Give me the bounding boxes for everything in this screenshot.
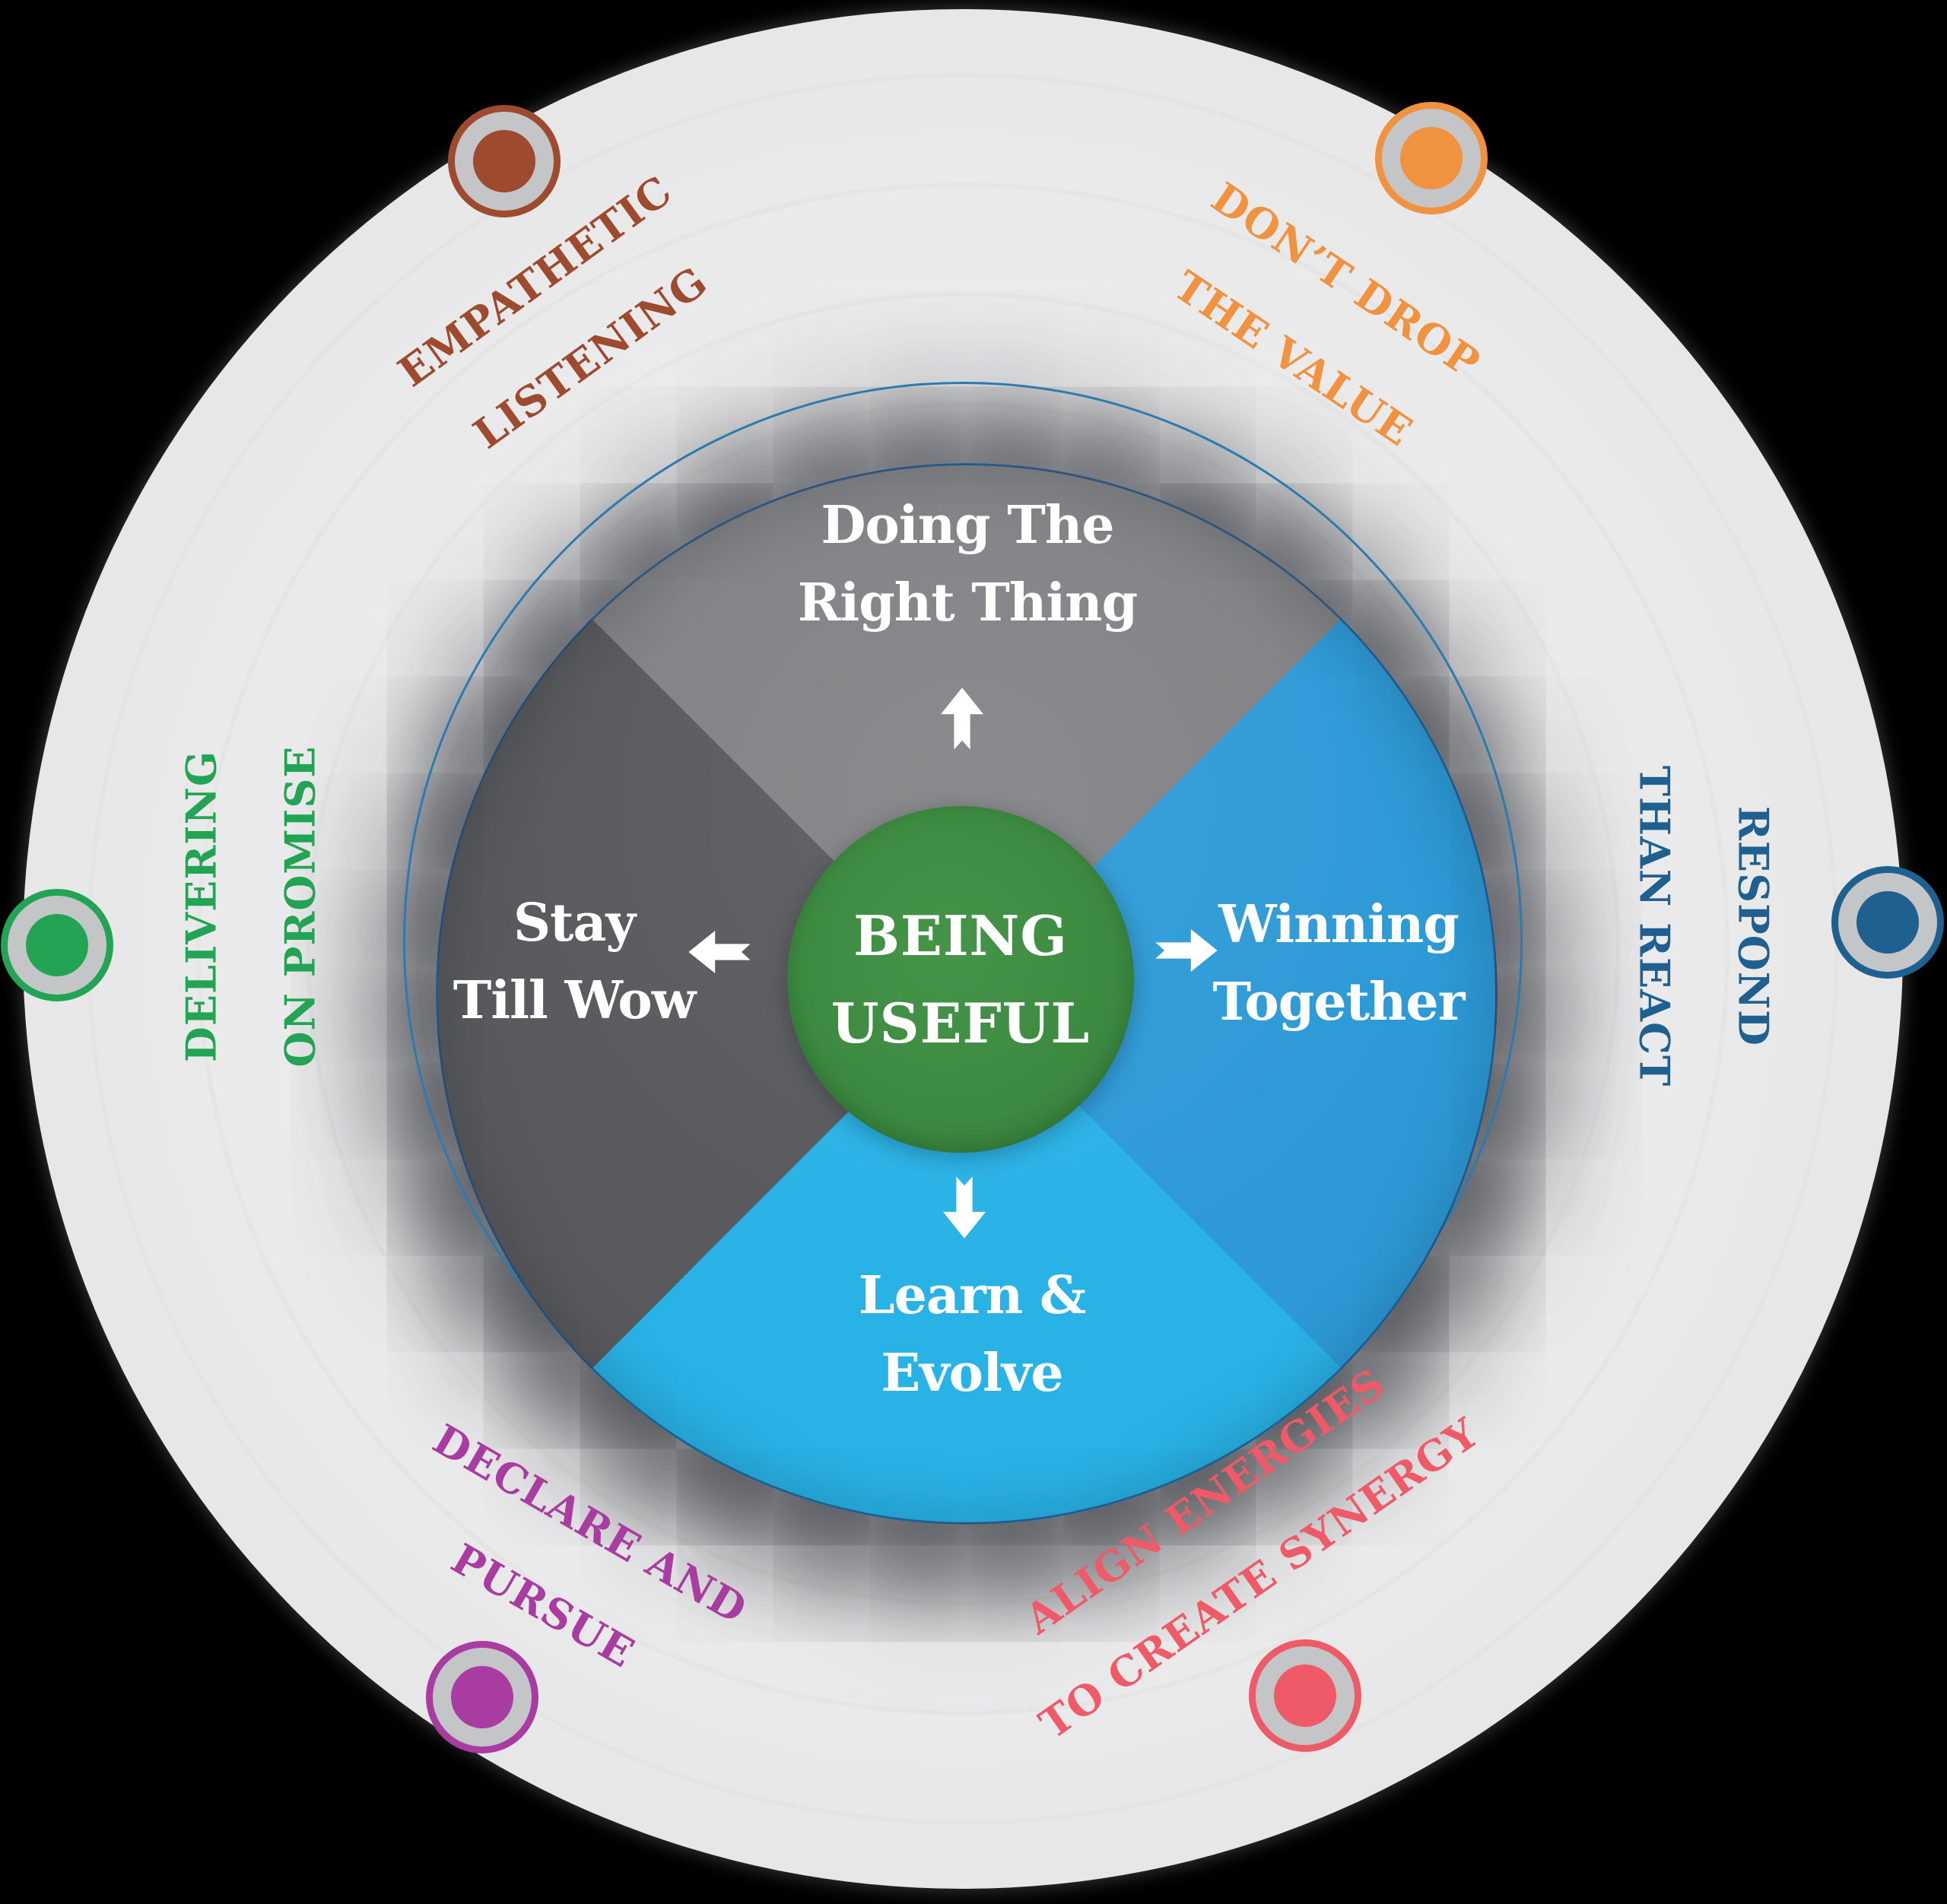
- outer-label-delivering-on-promise: DELIVERING ON PROMISE: [152, 746, 349, 1068]
- quadrant-label-bottom: Learn & Evolve: [858, 1257, 1086, 1412]
- outer-label-respond-than-react: RESPOND THAN REACT: [1605, 766, 1802, 1087]
- arrow-right-icon: [1155, 928, 1218, 973]
- outer-label-respond-than-react-line2: THAN REACT: [1631, 765, 1679, 1087]
- core-label: BEING USEFUL: [831, 892, 1090, 1067]
- core-label-line2: USEFUL: [831, 991, 1091, 1055]
- outer-label-respond-than-react-line1: RESPOND: [1729, 806, 1778, 1046]
- arrow-left-icon: [688, 930, 751, 974]
- quadrant-label-top-line1: Doing The: [821, 495, 1114, 556]
- core-circle: BEING USEFUL: [787, 806, 1134, 1153]
- rim-dot-core: [1274, 1664, 1336, 1727]
- rim-dot-promise-icon: [1, 889, 113, 1001]
- quadrant-label-bottom-line2: Evolve: [881, 1343, 1063, 1404]
- rim-dot-core: [451, 1666, 513, 1728]
- quadrant-label-left-line1: Stay: [513, 893, 636, 954]
- rim-dot-value-icon: [1375, 102, 1488, 214]
- rim-dot-respond-icon: [1831, 866, 1944, 979]
- arrow-down-icon: [942, 1176, 986, 1239]
- arrow-up-icon: [940, 687, 984, 750]
- rim-dot-core: [1856, 891, 1919, 954]
- quadrant-label-right: Winning Together: [1212, 886, 1466, 1041]
- rim-dot-synergy-icon: [1249, 1639, 1361, 1752]
- outer-label-delivering-on-promise-line2: ON PROMISE: [275, 745, 324, 1068]
- quadrant-label-top-line2: Right Thing: [797, 573, 1138, 633]
- quadrant-label-top: Doing The Right Thing: [797, 487, 1138, 642]
- quadrant-label-right-line1: Winning: [1218, 894, 1459, 955]
- quadrant-label-right-line2: Together: [1212, 972, 1466, 1033]
- rim-dot-pursue-icon: [426, 1641, 538, 1753]
- outer-label-delivering-on-promise-line1: DELIVERING: [176, 750, 226, 1062]
- quadrant-label-left: Stay Till Wow: [453, 884, 696, 1039]
- rim-dot-core: [473, 130, 535, 192]
- core-label-line1: BEING: [853, 903, 1068, 968]
- quadrant-label-left-line2: Till Wow: [453, 970, 696, 1031]
- rim-dot-core: [26, 914, 88, 976]
- rim-dot-core: [1400, 127, 1463, 189]
- quadrant-label-bottom-line1: Learn &: [858, 1265, 1086, 1326]
- rim-dot-empathetic-icon: [448, 105, 561, 217]
